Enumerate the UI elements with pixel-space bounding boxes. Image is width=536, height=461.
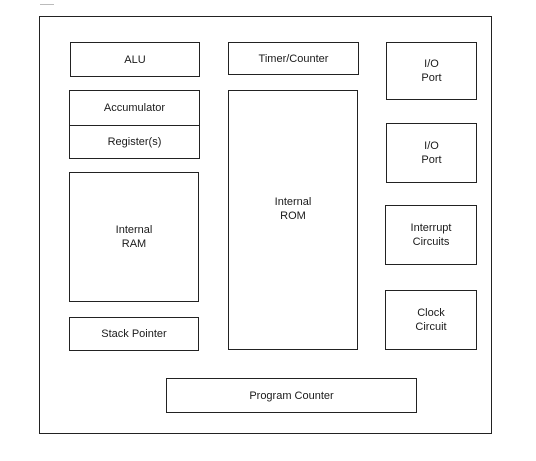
alu-label: ALU (124, 53, 146, 66)
accumulator-register-stack: Accumulator Register(s) (69, 90, 200, 159)
clock-circuit-block: Clock Circuit (385, 290, 477, 350)
accumulator-block: Accumulator (70, 91, 199, 125)
timer-counter-block: Timer/Counter (228, 42, 359, 75)
internal-ram-block: Internal RAM (69, 172, 199, 302)
internal-rom-block: Internal ROM (228, 90, 358, 350)
internal-rom-label: Internal ROM (274, 196, 312, 222)
stack-pointer-block: Stack Pointer (69, 317, 199, 351)
internal-ram-label: Internal RAM (115, 224, 153, 250)
io-port-label-2: I/O Port (421, 140, 442, 166)
io-port-block-2: I/O Port (386, 123, 477, 183)
registers-block: Register(s) (70, 124, 199, 160)
clipped-caption-mark (40, 0, 54, 5)
stack-pointer-label: Stack Pointer (101, 328, 167, 340)
clock-circuit-label: Clock Circuit (415, 307, 447, 333)
io-port-block-1: I/O Port (386, 42, 477, 100)
interrupt-circuits-label: Interrupt Circuits (410, 222, 452, 248)
alu-block: ALU (70, 42, 200, 77)
registers-label: Register(s) (107, 136, 162, 149)
interrupt-circuits-block: Interrupt Circuits (385, 205, 477, 265)
program-counter-block: Program Counter (166, 378, 417, 413)
io-port-label-1: I/O Port (421, 58, 442, 84)
timer-counter-label: Timer/Counter (258, 52, 329, 65)
accumulator-label: Accumulator (103, 101, 166, 114)
microcontroller-chip-outline (39, 16, 492, 434)
program-counter-label: Program Counter (249, 389, 334, 402)
